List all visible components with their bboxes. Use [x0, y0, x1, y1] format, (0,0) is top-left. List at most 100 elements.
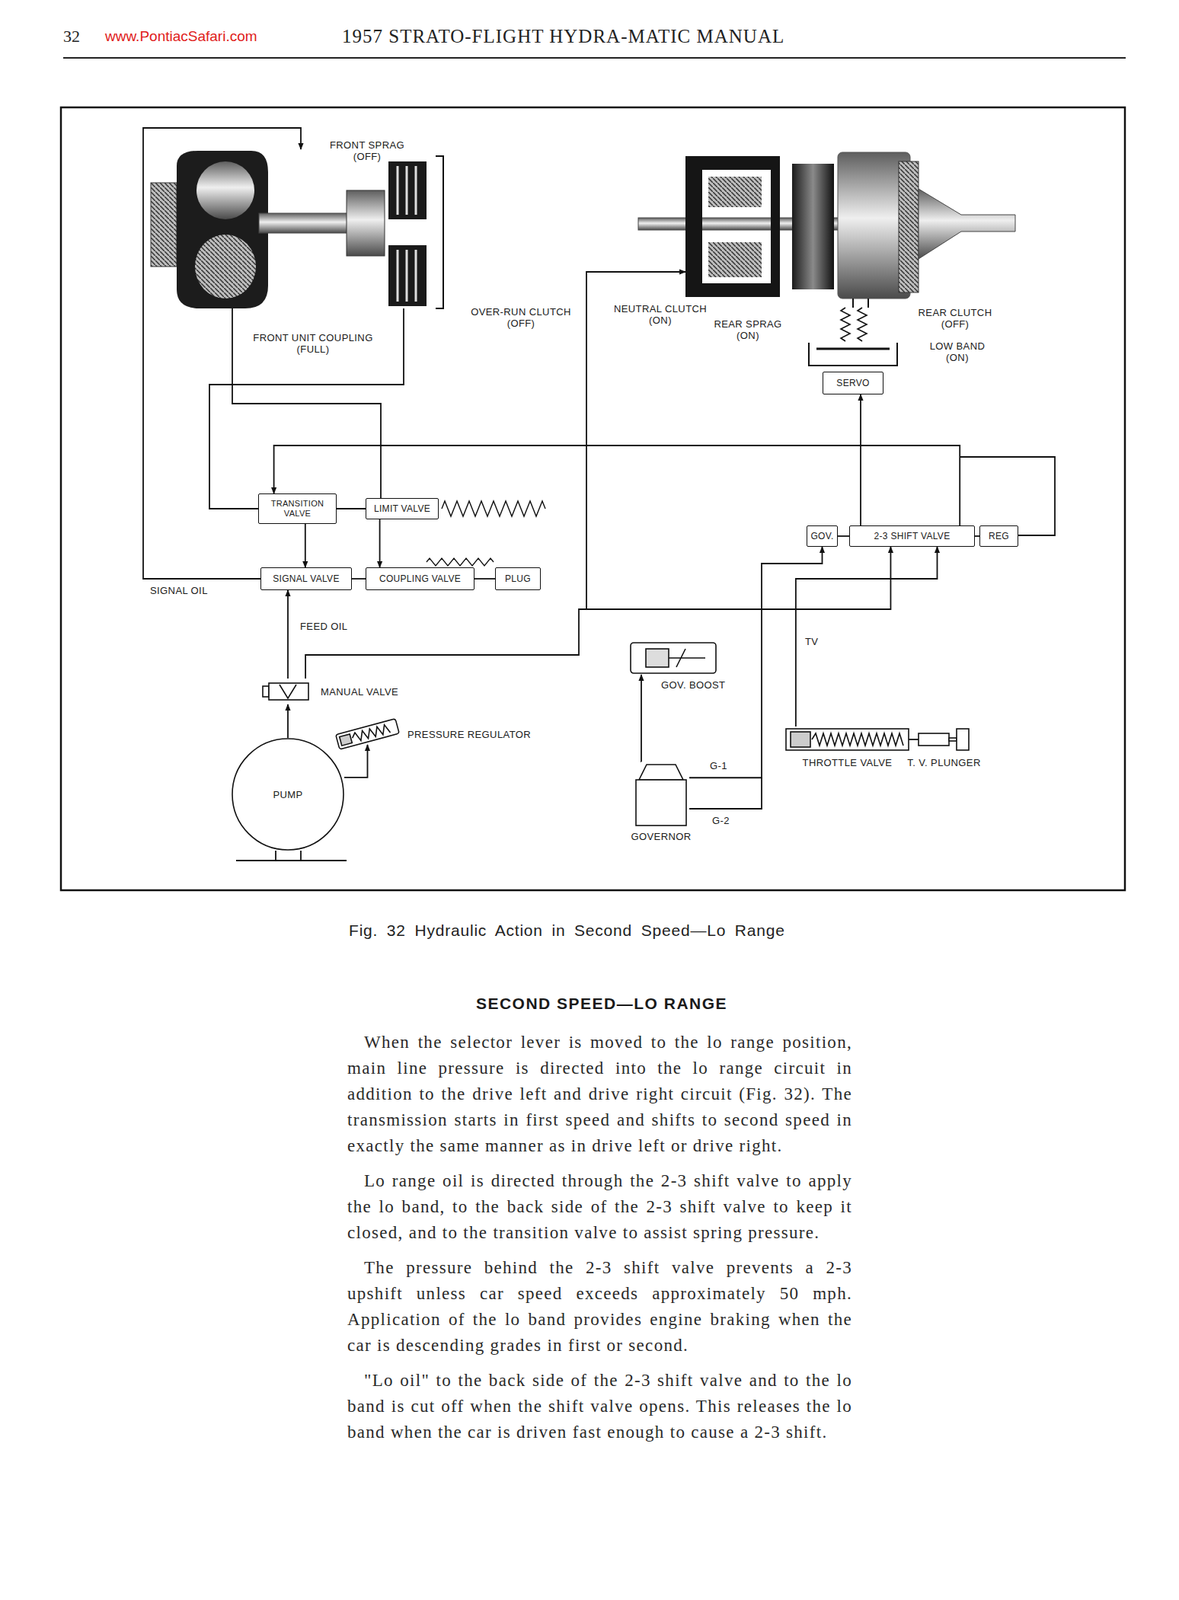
rear-unit-illustration — [638, 152, 1016, 308]
front-unit-illustration — [150, 150, 444, 309]
manual-valve-outline — [268, 683, 309, 700]
pump-base — [236, 850, 347, 861]
oil-line — [908, 738, 919, 741]
shift-valve-box: 2-3 SHIFT VALVE — [849, 525, 975, 547]
oil-line — [640, 674, 643, 762]
servo-springs — [808, 307, 898, 366]
valve-box: GOV. — [806, 525, 838, 547]
valve-box: SIGNAL VALVE — [260, 567, 352, 591]
rear-unit-illustration — [702, 283, 771, 298]
rear-unit-illustration — [708, 176, 762, 208]
section-heading: SECOND SPEED—LO RANGE — [426, 993, 777, 1014]
pressure-regulator-outline — [339, 734, 353, 746]
gov-boost-valve: GOV. BOOST — [630, 641, 716, 675]
part-label: OVER-RUN CLUTCH (OFF) — [463, 306, 579, 330]
throttle-valve-outline — [786, 726, 909, 753]
governor-outline — [639, 764, 684, 780]
node-label: COUPLING VALVE — [379, 574, 461, 585]
body-paragraph: When the selector lever is moved to the … — [347, 1029, 853, 1160]
oil-passage — [689, 777, 762, 809]
node-label: T. V. PLUNGER — [907, 757, 981, 769]
part-label: FRONT SPRAG (OFF) — [325, 139, 409, 163]
manual-valve-outline — [262, 683, 309, 700]
pressure-regulator-outline — [335, 718, 400, 750]
servo-springs — [816, 348, 890, 351]
signal-name: TV — [803, 635, 820, 648]
pump-base — [236, 850, 347, 861]
tv-plunger-outline — [918, 728, 969, 751]
node-label: THROTTLE VALVE — [802, 757, 893, 769]
figure-frame — [60, 107, 1125, 891]
pump-circle: PUMP — [231, 738, 345, 851]
front-unit-illustration — [346, 190, 385, 256]
tv-plunger: T. V. PLUNGER — [918, 726, 970, 753]
front-unit-illustration — [196, 161, 255, 220]
regulator-box: REG — [979, 525, 1019, 547]
node-label: TRANSITION VALVE — [263, 498, 333, 519]
page-number: 32 — [63, 26, 80, 47]
tv-plunger-outline — [918, 733, 949, 746]
signal-name: SIGNAL OIL — [150, 584, 208, 597]
gov-boost-valve-outline — [630, 642, 716, 674]
gov-boost-valve-outline — [630, 641, 716, 675]
part-label: NEUTRAL CLUTCH (ON) — [607, 303, 714, 326]
rear-unit-illustration — [918, 188, 1016, 259]
signal-name: FEED OIL — [298, 620, 349, 633]
valve-box: LIMIT VALVE — [365, 498, 439, 520]
pressure-regulator: PRESSURE REGULATOR — [335, 723, 400, 745]
tv-plunger-outline — [918, 726, 970, 753]
node-label: MANUAL VALVE — [320, 686, 399, 698]
servo-springs — [808, 342, 898, 366]
front-unit-illustration — [194, 234, 256, 299]
pump-circle-outline — [232, 738, 344, 850]
plug-box: PLUG — [495, 567, 541, 591]
oil-line — [336, 508, 366, 510]
manual-valve: MANUAL VALVE — [262, 678, 314, 705]
pressure-regulator-outline — [335, 723, 400, 745]
body-paragraph: "Lo oil" to the back side of the 2-3 shi… — [347, 1367, 853, 1446]
body-paragraph: The pressure behind the 2-3 shift valve … — [347, 1255, 853, 1359]
gov-boost-valve-outline — [645, 648, 669, 668]
gov-boost-valve-outline — [630, 642, 716, 674]
body-paragraph: Lo range oil is directed through the 2-3… — [347, 1168, 853, 1247]
manual-valve-outline — [279, 684, 297, 699]
rear-unit-illustration — [898, 161, 919, 293]
front-unit-illustration — [258, 213, 358, 234]
node-label: SERVO — [836, 378, 870, 389]
rear-unit-illustration — [708, 242, 762, 278]
rear-unit-illustration — [685, 156, 703, 298]
oil-line — [305, 546, 891, 679]
watermark-url: www.PontiacSafari.com — [105, 27, 258, 46]
figure-caption: Fig. 32 Hydraulic Action in Second Speed… — [348, 920, 786, 941]
pressure-regulator-outline — [351, 723, 390, 743]
node-label: GOVERNOR — [630, 830, 691, 843]
throttle-valve: THROTTLE VALVE — [786, 726, 909, 753]
front-unit-illustration — [150, 182, 177, 267]
valve-box: COUPLING VALVE — [365, 567, 475, 591]
rear-unit-illustration — [770, 156, 780, 298]
oil-line — [287, 590, 289, 679]
rear-unit-illustration — [702, 156, 771, 170]
governor: GOVERNOR — [632, 761, 690, 827]
oil-line — [379, 519, 381, 568]
tv-plunger-outline — [956, 728, 969, 751]
node-label: SIGNAL VALVE — [272, 574, 339, 585]
node-label: GOV. BOOST — [661, 679, 726, 691]
oil-line — [859, 394, 862, 526]
pressure-regulator-outline — [335, 718, 400, 750]
tv-plunger-outline — [948, 738, 957, 742]
valve-box: TRANSITION VALVE — [258, 493, 337, 524]
rear-unit-illustration — [853, 298, 869, 308]
rear-unit-illustration — [792, 163, 834, 290]
body-text: When the selector lever is moved to the … — [347, 1029, 853, 1455]
front-unit-illustration — [435, 156, 444, 309]
pump-circle-outline — [232, 738, 344, 850]
oil-line — [795, 546, 938, 727]
gov-boost-valve-outline — [668, 648, 706, 668]
signal-name: G-2 — [712, 814, 730, 827]
part-label: FRONT UNIT COUPLING (FULL) — [239, 332, 388, 355]
node-label: PUMP — [272, 789, 303, 801]
